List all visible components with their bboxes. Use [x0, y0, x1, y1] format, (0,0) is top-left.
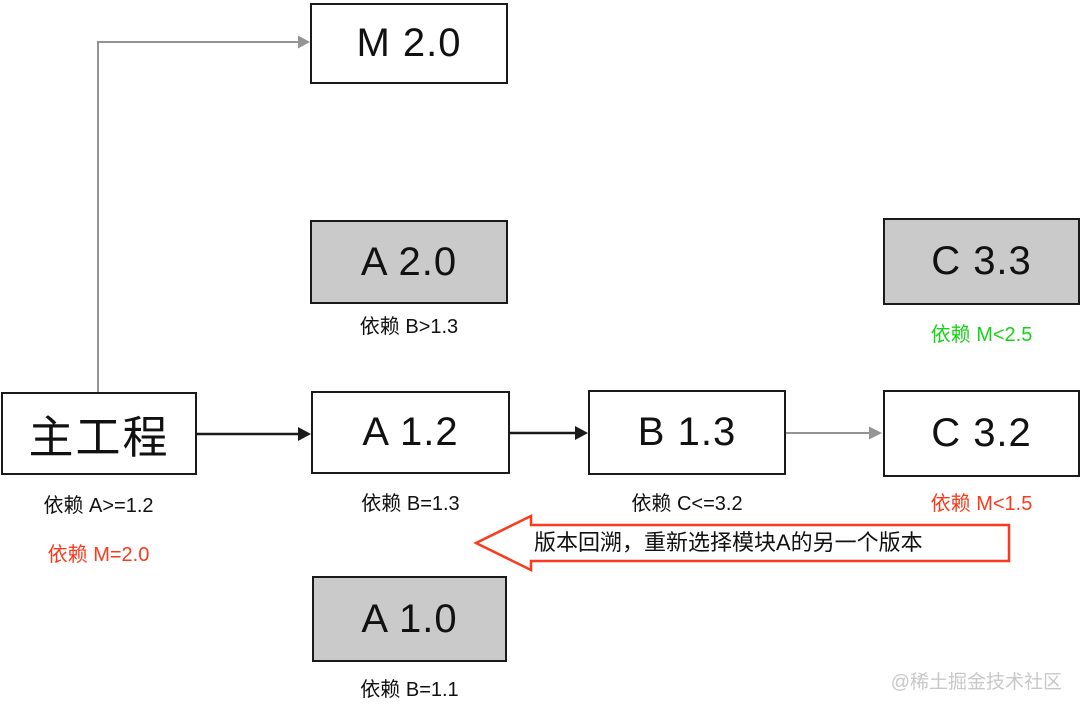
dep-label-c33-requires-m: 依赖 M<2.5: [930, 324, 1033, 346]
node-b-1-3-label: B 1.3: [637, 410, 737, 454]
dep-label-a12-requires-b: 依赖 B=1.3: [361, 493, 460, 515]
dep-label-a10-requires-b: 依赖 B=1.1: [360, 679, 459, 701]
node-main-project: 主工程: [1, 392, 197, 475]
node-c-3-2-label: C 3.2: [931, 411, 1032, 455]
arrow-b13-to-c32: [786, 426, 882, 440]
arrow-a12-to-b13: [510, 426, 588, 440]
node-c-3-3-label: C 3.3: [931, 239, 1032, 283]
watermark-text: @稀土掘金技术社区: [890, 672, 1062, 693]
node-a-1-2-label: A 1.2: [362, 410, 459, 454]
dep-label-main-requires-a: 依赖 A>=1.2: [43, 495, 154, 517]
node-a-2-0: A 2.0: [310, 220, 508, 304]
dep-label-b13-requires-c: 依赖 C<=3.2: [631, 493, 743, 515]
arrow-main-to-m20: [97, 35, 310, 392]
backtrack-arrow-shape: [473, 513, 1011, 573]
node-a-1-2: A 1.2: [311, 391, 510, 474]
node-main-project-label: 主工程: [28, 412, 170, 463]
backtrack-callout-text: 版本回溯，重新选择模块A的另一个版本: [534, 530, 923, 555]
dep-label-c32-requires-m: 依赖 M<1.5: [930, 493, 1033, 515]
dep-label-a20-requires-b: 依赖 B>1.3: [359, 316, 459, 338]
node-b-1-3: B 1.3: [588, 390, 786, 475]
node-m-2-0-label: M 2.0: [356, 21, 462, 65]
node-a-1-0: A 1.0: [312, 576, 507, 662]
node-c-3-2: C 3.2: [883, 390, 1080, 477]
arrow-main-to-a12: [197, 427, 311, 441]
node-a-2-0-label: A 2.0: [360, 239, 458, 284]
node-m-2-0: M 2.0: [310, 3, 508, 84]
node-c-3-3: C 3.3: [883, 218, 1080, 305]
node-a-1-0-label: A 1.0: [361, 596, 458, 641]
dep-label-main-requires-m: 依赖 M=2.0: [47, 544, 150, 566]
